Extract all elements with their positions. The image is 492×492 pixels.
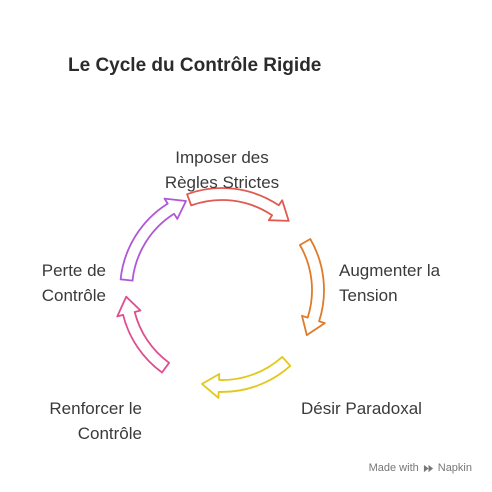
arrow-paradoxical-desire (201, 356, 292, 399)
step-paradoxical-desire-line1: Désir Paradoxal (301, 399, 422, 418)
step-increase-tension: Augmenter la Tension (339, 258, 440, 308)
step-loss-of-control-line2: Contrôle (41, 286, 106, 305)
watermark-prefix: Made with (368, 462, 419, 474)
step-reinforce-control-line1: Renforcer le (49, 399, 142, 418)
arrow-loss-of-control (119, 197, 187, 282)
step-impose-rules-line2: Règles Strictes (164, 173, 280, 192)
step-reinforce-control: Renforcer le Contrôle (36, 396, 142, 446)
step-paradoxical-desire: Désir Paradoxal (301, 396, 422, 421)
made-with-napkin-watermark: Made with Napkin (369, 462, 472, 474)
step-impose-rules: Imposer des Règles Strictes (140, 145, 304, 195)
step-impose-rules-line1: Imposer des (175, 148, 269, 167)
diagram-title: Le Cycle du Contrôle Rigide (68, 55, 322, 76)
step-loss-of-control: Perte de Contrôle (28, 258, 106, 308)
step-increase-tension-line1: Augmenter la (339, 261, 441, 280)
step-loss-of-control-line1: Perte de (41, 261, 106, 280)
step-reinforce-control-line2: Contrôle (77, 424, 142, 443)
step-increase-tension-line2: Tension (339, 286, 398, 305)
arrow-increase-tension (299, 238, 326, 336)
napkin-logo-icon (423, 464, 433, 472)
arrow-reinforce-control (116, 295, 170, 374)
arrow-impose-rules (186, 187, 290, 222)
watermark-brand: Napkin (437, 462, 472, 474)
